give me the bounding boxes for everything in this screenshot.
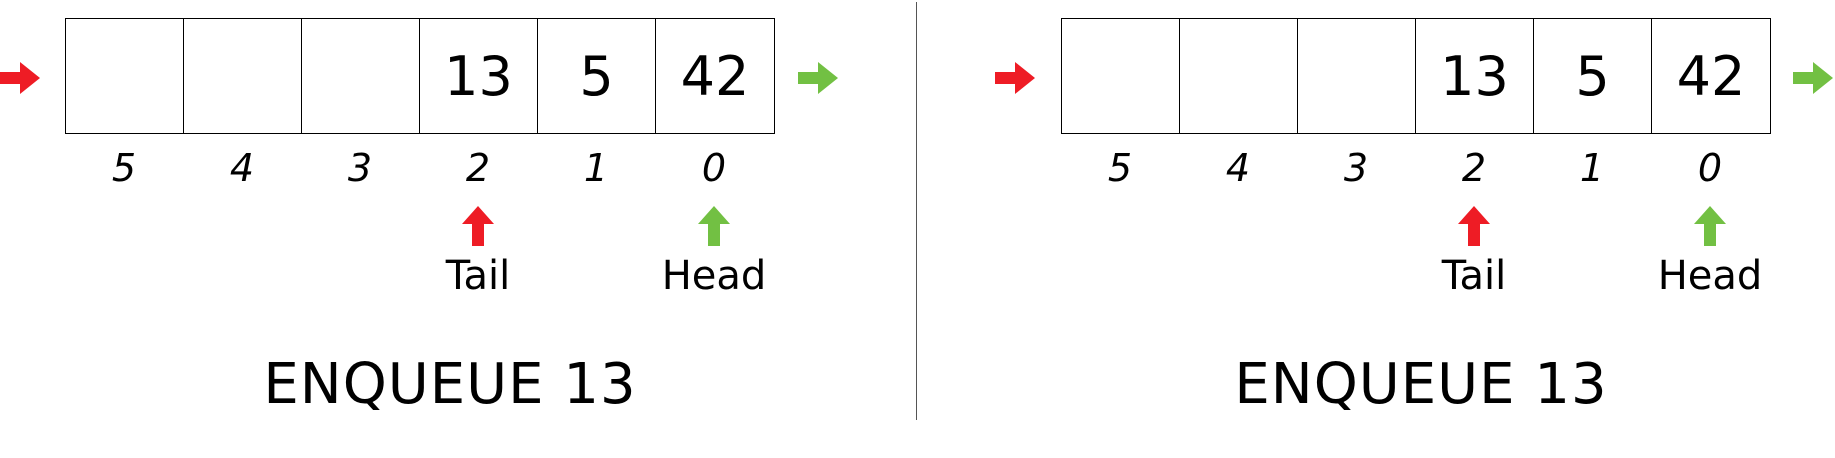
- panel-left: 13 5 42 5 4 3 2 1 0 Tail Head ENQUEUE 13: [0, 0, 915, 458]
- index-row: 5 4 3 2 1 0: [1061, 146, 1769, 190]
- panel-divider: [916, 2, 917, 420]
- enqueue-arrow-icon: [0, 62, 40, 94]
- index-label: 0: [701, 146, 727, 190]
- index-label: 0: [1697, 146, 1723, 190]
- index-label: 3: [347, 146, 373, 190]
- index-label: 1: [583, 146, 609, 190]
- queue-array: 13 5 42: [1061, 18, 1771, 134]
- index-label: 4: [229, 146, 255, 190]
- queue-cell: [1180, 19, 1298, 133]
- queue-cell: [66, 19, 184, 133]
- operation-title: ENQUEUE 13: [263, 352, 637, 417]
- index-label: 4: [1225, 146, 1251, 190]
- enqueue-arrow-icon: [995, 62, 1035, 94]
- tail-pointer: Tail: [419, 206, 537, 300]
- queue-cell: 5: [538, 19, 656, 133]
- queue-cell: [302, 19, 420, 133]
- index-label: 2: [1461, 146, 1487, 190]
- index-label: 1: [1579, 146, 1605, 190]
- queue-cell: [1298, 19, 1416, 133]
- head-pointer: Head: [655, 206, 773, 300]
- index-label: 2: [465, 146, 491, 190]
- dequeue-arrow-icon: [798, 62, 838, 94]
- queue-cell: 42: [680, 44, 750, 108]
- queue-cell: [1062, 19, 1180, 133]
- operation-title: ENQUEUE 13: [1234, 352, 1608, 417]
- up-arrow-icon: [1458, 206, 1490, 246]
- index-label: 3: [1343, 146, 1369, 190]
- queue-cell: 5: [1534, 19, 1652, 133]
- tail-pointer: Tail: [1415, 206, 1533, 300]
- queue-cell: 13: [1416, 19, 1534, 133]
- queue-cell: 42: [1676, 44, 1746, 108]
- up-arrow-icon: [462, 206, 494, 246]
- dequeue-arrow-icon: [1793, 62, 1833, 94]
- head-label: Head: [1657, 253, 1763, 299]
- panel-right: 13 5 42 5 4 3 2 1 0 Tail Head ENQUEUE 13: [995, 0, 1835, 458]
- tail-label: Tail: [445, 253, 511, 299]
- head-pointer: Head: [1651, 206, 1769, 300]
- index-label: 5: [111, 146, 137, 190]
- up-arrow-icon: [698, 206, 730, 246]
- index-label: 5: [1107, 146, 1133, 190]
- up-arrow-icon: [1694, 206, 1726, 246]
- queue-cell: 13: [420, 19, 538, 133]
- index-row: 5 4 3 2 1 0: [65, 146, 773, 190]
- queue-cell: [184, 19, 302, 133]
- queue-array: 13 5 42: [65, 18, 775, 134]
- tail-label: Tail: [1441, 253, 1507, 299]
- head-label: Head: [661, 253, 767, 299]
